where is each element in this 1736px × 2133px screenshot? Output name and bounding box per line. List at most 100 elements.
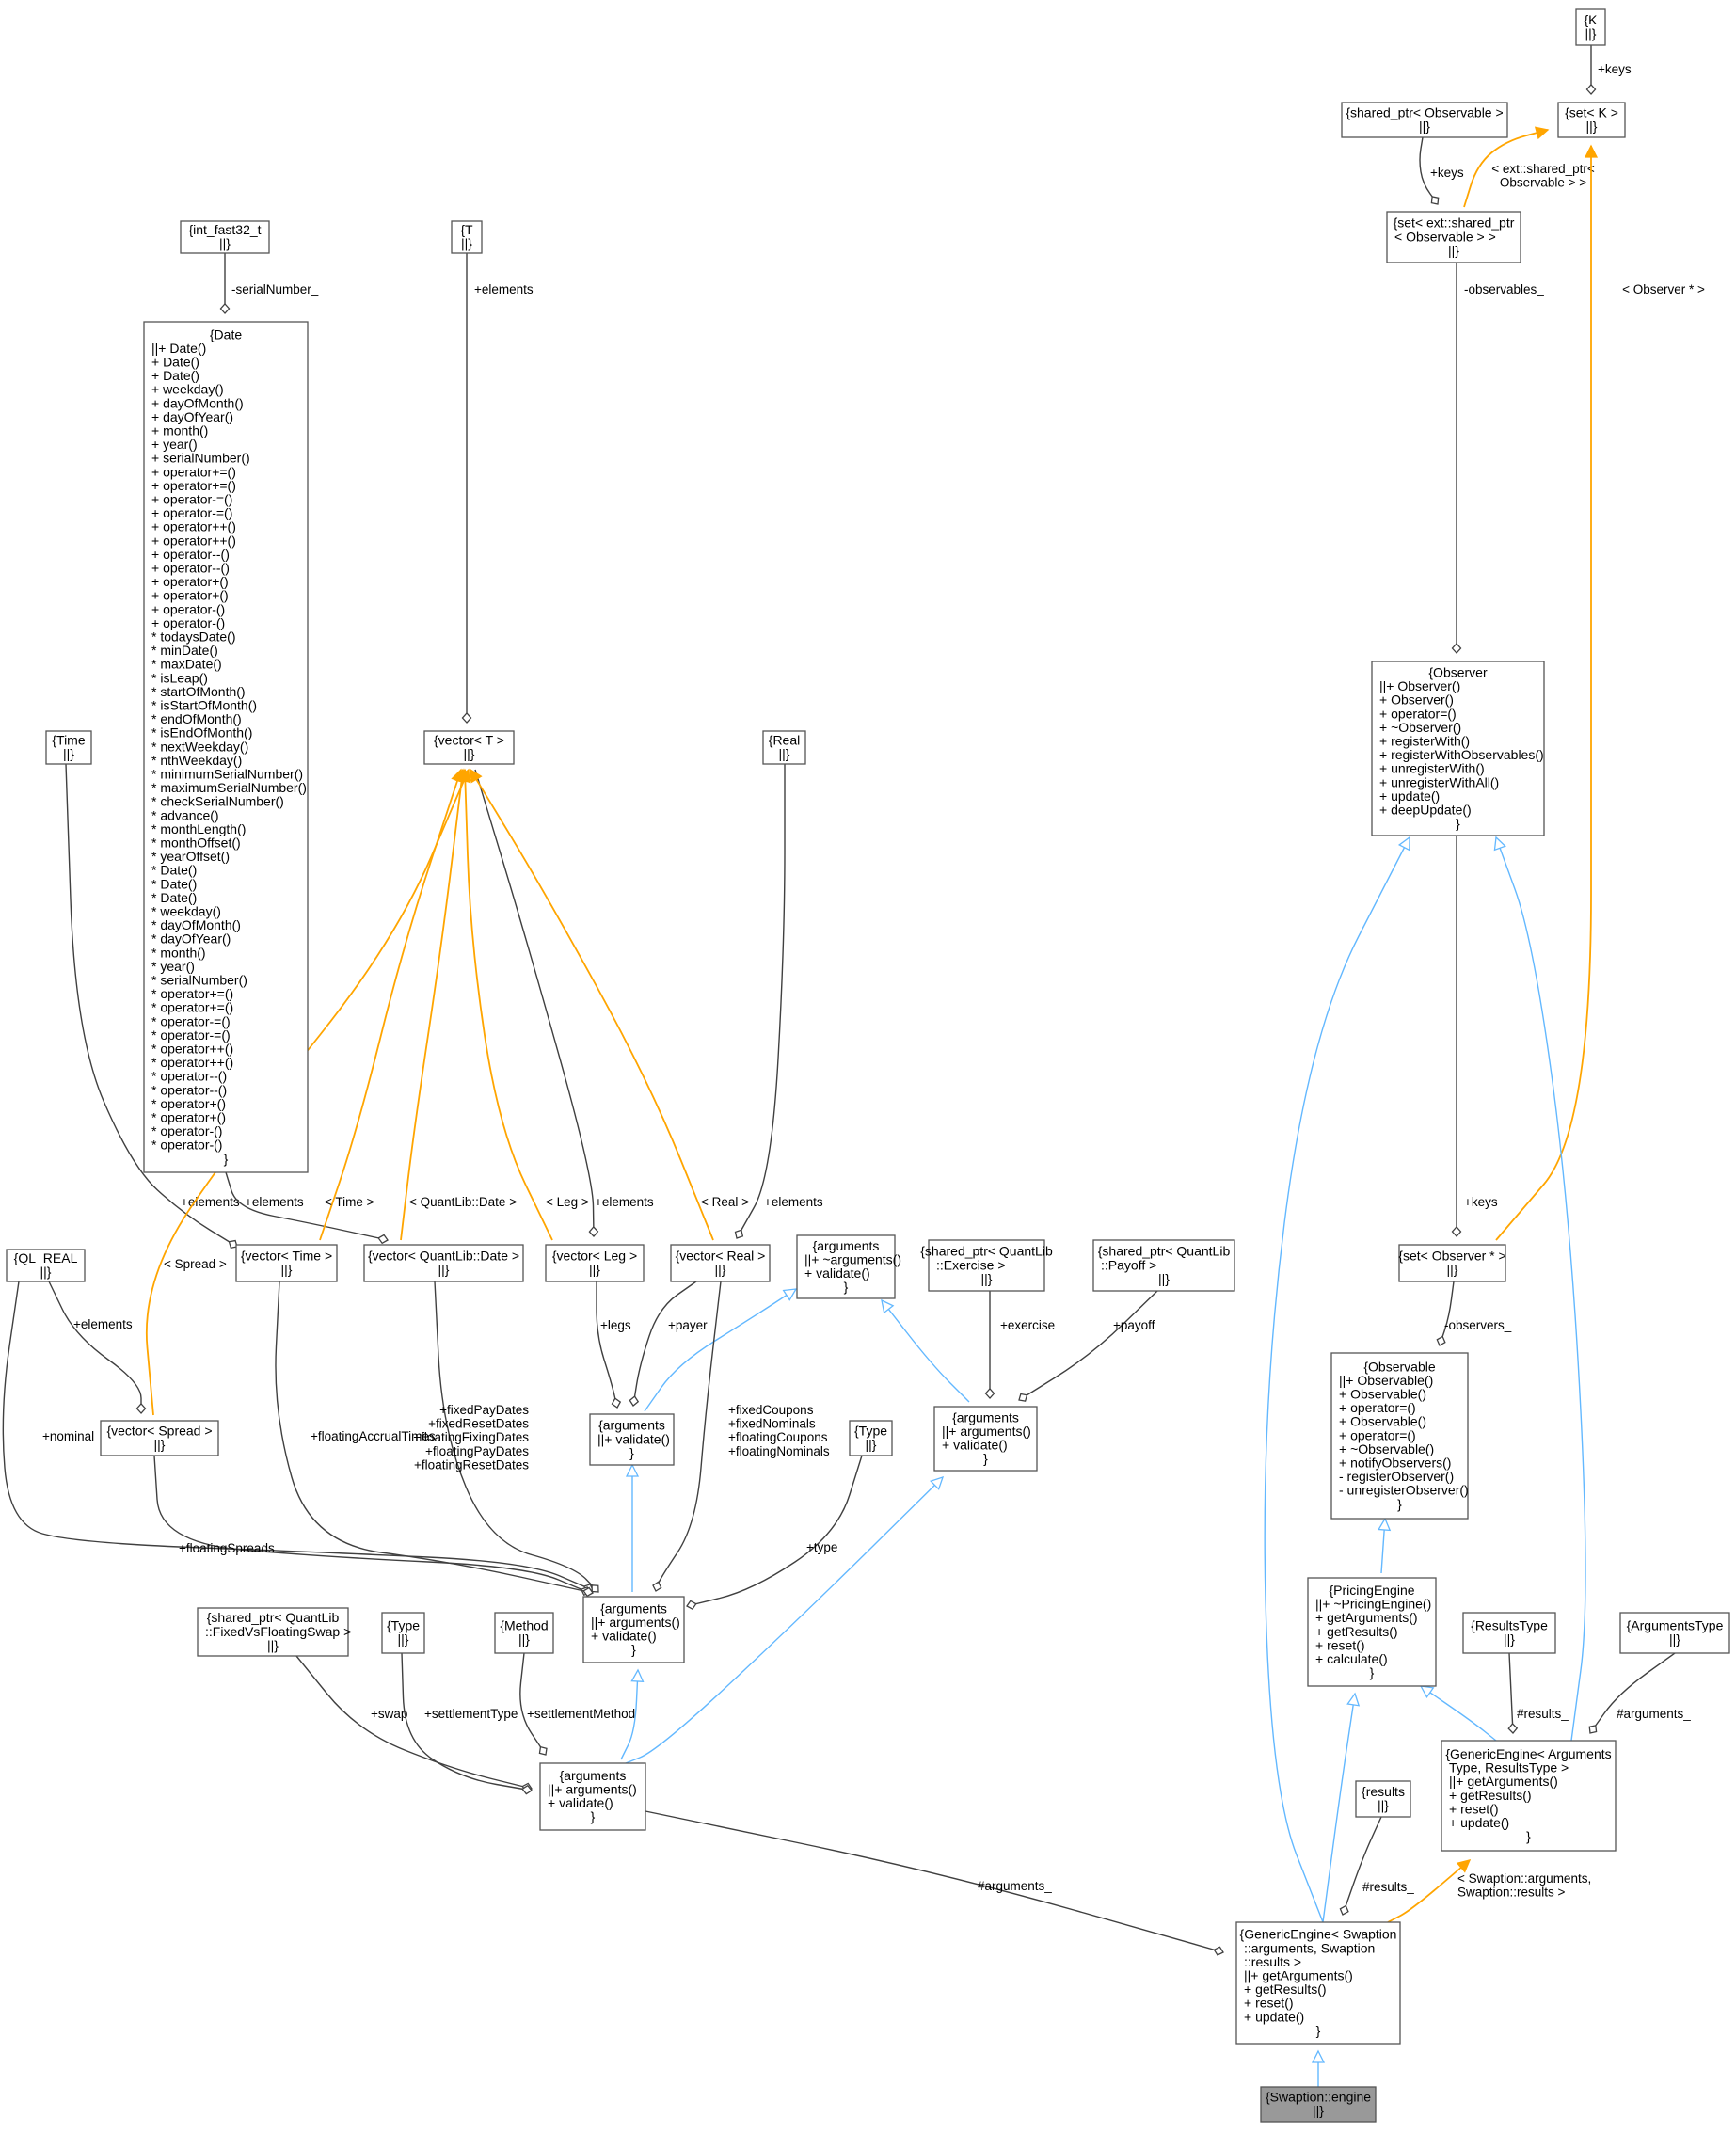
edge-line (65, 763, 238, 1248)
class-box (235, 1244, 338, 1282)
class-member: ||} (715, 1262, 726, 1277)
class-node-argsfvf[interactable]: {arguments||+ arguments()+ validate()} (582, 1596, 685, 1663)
class-node-vecleg[interactable]: {vector< Leg >||} (545, 1244, 645, 1282)
edge-assoc: #arguments_ (645, 1810, 1224, 1956)
class-node-resultstype[interactable]: {ResultsType||} (1462, 1612, 1556, 1654)
edge-assoc: #arguments_ (1588, 1652, 1691, 1734)
class-node-qlreal[interactable]: {QL_REAL||} (6, 1249, 86, 1282)
class-node-time[interactable]: {Time||} (45, 730, 92, 765)
class-node-observer[interactable]: {Observer||+ Observer()+ Observer()+ ope… (1371, 661, 1545, 836)
class-node-sppay[interactable]: {shared_ptr< QuantLib::Payoff >||} (1092, 1239, 1235, 1292)
edge-line (400, 769, 464, 1241)
class-node-vecdate[interactable]: {vector< QuantLib::Date >||} (363, 1244, 524, 1282)
edge-tmpl: < Leg > (458, 768, 589, 1241)
edge-assoc: +keys (1419, 136, 1464, 205)
class-member: ||+ Date() (151, 341, 206, 356)
edge-label: -observables_ (1464, 282, 1544, 296)
class-node-setext[interactable]: {set< ext::shared_ptr< Observable > >||} (1386, 211, 1521, 263)
class-node-vecreal[interactable]: {vector< Real >||} (670, 1244, 771, 1282)
class-member: * operator+() (151, 1110, 226, 1125)
class-member: } (629, 1445, 634, 1460)
class-title: {GenericEngine< Arguments (1445, 1746, 1611, 1761)
class-node-spex[interactable]: {shared_ptr< QuantLib::Exercise >||} (920, 1239, 1053, 1292)
class-title: {set< K > (1565, 105, 1618, 120)
class-member: ||} (63, 746, 74, 761)
class-node-geswaption[interactable]: {GenericEngine< Swaption::arguments, Swa… (1235, 1921, 1401, 2045)
edge-assoc: -observers_ (1436, 1281, 1512, 1346)
inheritance-arrowhead (1346, 1692, 1361, 1707)
class-box (1355, 1780, 1411, 1818)
class-node-setk[interactable]: {set< K >||} (1557, 102, 1626, 138)
class-node-setobs[interactable]: {set< Observer * >||} (1398, 1244, 1506, 1282)
class-member: ||+ getArguments() (1244, 1968, 1353, 1983)
class-node-vectime[interactable]: {vector< Time >||} (235, 1244, 338, 1282)
edge-inherit (1493, 836, 1586, 1742)
class-member: } (1370, 1665, 1375, 1680)
aggregation-diamond (1451, 643, 1462, 654)
class-member: ||} (1669, 1632, 1680, 1647)
class-node-real[interactable]: {Real||} (762, 730, 806, 765)
class-node-int32[interactable]: {int_fast32_t||} (180, 220, 270, 254)
class-node-type2[interactable]: {Type||} (381, 1612, 425, 1654)
class-member: + registerWithObservables() (1379, 747, 1544, 762)
edge-tmpl: < Real > (470, 768, 749, 1241)
class-node-observable[interactable]: {Observable||+ Observable()+ Observable(… (1330, 1352, 1469, 1520)
aggregation-diamond (228, 1239, 238, 1249)
class-node-genericengine[interactable]: {GenericEngine< ArgumentsType, ResultsTy… (1441, 1740, 1617, 1852)
class-title: {shared_ptr< QuantLib (1098, 1244, 1231, 1259)
class-title: {arguments (600, 1600, 667, 1616)
class-node-pricingengine[interactable]: {PricingEngine||+ ~PricingEngine()+ getA… (1307, 1577, 1437, 1687)
class-member: + update() (1449, 1815, 1509, 1830)
class-node-t[interactable]: {T||} (451, 220, 483, 254)
class-node-argsswaption[interactable]: {arguments||+ arguments()+ validate()} (539, 1762, 646, 1831)
class-member: + serialNumber() (151, 451, 250, 466)
class-node-engine[interactable]: {Swaption::engine||} (1260, 2086, 1377, 2123)
edge-line (644, 1288, 797, 1412)
class-member: } (1397, 1496, 1402, 1511)
class-member: + dayOfYear() (151, 409, 233, 424)
class-node-vecspread[interactable]: {vector< Spread >||} (100, 1420, 219, 1456)
edge-label: < ext::shared_ptr< (1491, 162, 1595, 176)
edge-label: +elements (595, 1195, 654, 1209)
edge-tmpl: < Swaption::arguments,Swaption::results … (1387, 1859, 1591, 1923)
class-title: {Time (52, 733, 85, 748)
class-member: ||+ validate() (597, 1431, 670, 1446)
class-node-results[interactable]: {results||} (1355, 1780, 1411, 1818)
edge-assoc: +elements (48, 1281, 147, 1414)
aggregation-diamond (734, 1229, 744, 1239)
edge-assoc: +settlementMethod (519, 1652, 635, 1756)
edge-line (1018, 1290, 1158, 1401)
class-box (796, 1234, 896, 1299)
class-title: {set< Observer * > (1398, 1249, 1505, 1264)
class-member: ::results > (1244, 1954, 1301, 1969)
class-node-spfvf[interactable]: {shared_ptr< QuantLib::FixedVsFloatingSw… (197, 1607, 351, 1657)
class-title: {QL_REAL (14, 1250, 78, 1265)
edge-assoc: -observables_ (1451, 263, 1544, 654)
class-node-type1[interactable]: {Type||} (849, 1420, 893, 1456)
class-node-k[interactable]: {K||} (1575, 8, 1606, 46)
edge-label: < Observer * > (1622, 282, 1705, 296)
class-node-argsswap[interactable]: {arguments||+ validate()} (589, 1413, 675, 1466)
class-node-argsopt[interactable]: {arguments||+ arguments()+ validate()} (933, 1406, 1038, 1472)
class-node-argsbase[interactable]: {arguments||+ ~arguments()+ validate()} (796, 1234, 901, 1299)
class-member: + getResults() (1244, 1982, 1327, 1997)
class-node-spobs[interactable]: {shared_ptr< Observable >||} (1341, 102, 1508, 138)
class-title: {arguments (598, 1418, 665, 1433)
class-node-vect[interactable]: {vector< T >||} (423, 730, 515, 765)
class-title: {Swaption::engine (1266, 2090, 1371, 2105)
class-member: * advance() (151, 807, 219, 822)
edge-label: +settlementType (424, 1707, 518, 1721)
class-node-argumentstype[interactable]: {ArgumentsType||} (1619, 1612, 1730, 1654)
class-node-date[interactable]: {Date||+ Date()+ Date()+ Date()+ weekday… (143, 321, 309, 1173)
class-title: {results (1362, 1784, 1405, 1799)
class-box (6, 1249, 86, 1282)
class-node-method[interactable]: {Method||} (494, 1612, 554, 1654)
edge-assoc: +nominal (2, 1281, 594, 1593)
aggregation-diamond (652, 1581, 662, 1592)
edge-label: +floatingSpreads (179, 1541, 275, 1555)
class-title: {Date (210, 326, 242, 342)
class-box (1386, 211, 1521, 263)
class-member: ||} (1313, 2103, 1324, 2118)
edge-label: +nominal (42, 1429, 94, 1443)
